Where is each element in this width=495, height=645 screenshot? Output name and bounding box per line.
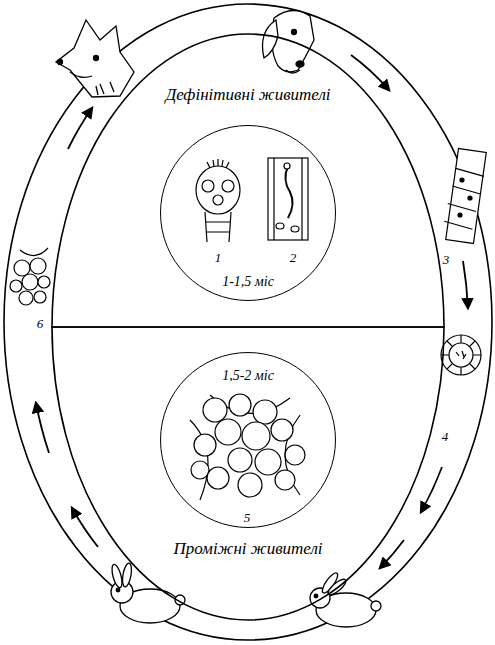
intestine-wall	[268, 158, 308, 240]
proglottid	[444, 148, 487, 243]
host-label: Проміжні живителі	[173, 540, 322, 559]
callout-number: 4	[442, 430, 449, 443]
callout-number: 6	[37, 317, 44, 330]
cycle-arrow	[421, 467, 442, 512]
callout-number: 1	[215, 251, 222, 264]
host-zone: Дефінітивні живителі 1-1,5 міс	[52, 34, 444, 327]
wolf-head	[56, 20, 134, 97]
dog-head	[263, 10, 315, 73]
duration-label: 1,5-2 міс	[222, 368, 274, 383]
cycle-arrow	[72, 508, 98, 547]
stage-circle: 1,5-2 міс	[160, 352, 336, 528]
label-anchor: 3	[446, 256, 453, 274]
label-anchor: 5	[247, 514, 254, 532]
cycle-arrow	[36, 403, 49, 453]
scolex	[196, 159, 240, 242]
callout-number: 3	[443, 253, 450, 266]
cycle-arrow	[380, 540, 404, 568]
cycle-arrow	[68, 108, 92, 149]
label-anchor: 6	[40, 320, 47, 338]
label-anchor: 1	[218, 254, 225, 272]
cycle-arrow	[351, 55, 389, 90]
cycle-arrow	[463, 261, 468, 308]
cysts-on-organ	[10, 248, 50, 305]
callout-number: 5	[244, 511, 251, 524]
rabbit	[110, 562, 185, 623]
cycle-arrows	[36, 55, 468, 568]
cysticerci-on-mesentery	[190, 394, 305, 500]
callout-number: 2	[290, 251, 297, 264]
duration-label: 1-1,5 міс	[222, 274, 274, 289]
egg	[441, 335, 481, 375]
label-anchor: 4	[445, 433, 452, 451]
inner-ring-half	[52, 34, 444, 327]
label-anchor: 2	[293, 254, 300, 272]
host-zone: Проміжні живителі 1,5-2 міс	[52, 327, 444, 620]
stage-circle: 1-1,5 міс	[160, 125, 336, 301]
host-label: Дефінітивні живителі	[165, 86, 330, 105]
outer-ring	[4, 4, 492, 640]
rabbit	[310, 571, 381, 627]
inner-ring-half	[52, 327, 444, 620]
